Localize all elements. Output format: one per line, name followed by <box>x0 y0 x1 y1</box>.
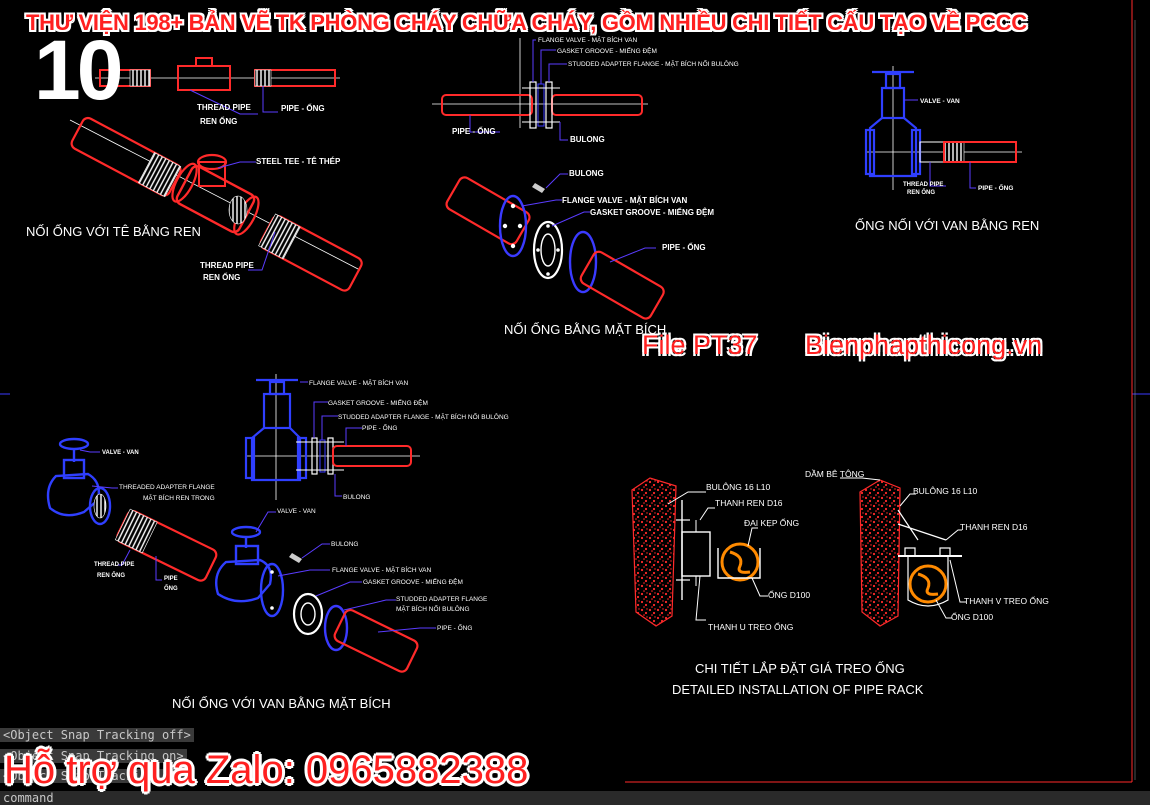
label-thread-pipe-d4: THREAD PIPE <box>94 562 134 568</box>
label-mat-bich-noi: MẶT BÍCH NỐI BULÔNG <box>396 603 470 613</box>
concrete-wall-right <box>859 479 901 627</box>
label-valve-d3: VALVE - VAN <box>920 98 960 105</box>
label-dai-kep: ĐAI KẸP ỐNG <box>744 517 799 528</box>
label-bulong-top: BULONG <box>570 135 605 144</box>
label-gasket-d2: GASKET GROOVE - MIẾNG ĐỆM <box>590 207 714 217</box>
gasket-ring <box>532 220 564 280</box>
label-threaded-adapter: THREADED ADAPTER FLANGE <box>119 484 215 491</box>
label-ong-d100-right: ỐNG D100 <box>951 611 993 622</box>
concrete-wall-left <box>631 477 677 627</box>
gate-valve-flanged-icon <box>244 378 308 482</box>
command-input[interactable]: command <box>0 791 1150 805</box>
label-flange-valve-d4-top: FLANGE VALVE - MẶT BÍCH VAN <box>309 378 409 387</box>
pipe-clamp-left <box>717 548 761 579</box>
label-studded-top: STUDDED ADAPTER FLANGE - MẶT BÍCH NỐI BU… <box>568 58 739 68</box>
label-valve-d4-left: VALVE - VAN <box>102 450 139 456</box>
label-gasket-top: GASKET GROOVE - MIẾNG ĐỆM <box>557 45 657 55</box>
label-pipe-d4: PIPE <box>164 576 178 582</box>
label-thanh-v: THANH V TREO ỐNG <box>964 595 1049 606</box>
label-pipe-ong-d2: PIPE - ỐNG <box>452 126 496 136</box>
label-thread-pipe: THREAD PIPE <box>197 103 251 112</box>
label-bulong-d2: BULONG <box>569 169 604 178</box>
caption-pipe-rack-en: DETAILED INSTALLATION OF PIPE RACK <box>672 682 924 697</box>
label-thread-pipe-d3: THREAD PIPE <box>903 182 943 188</box>
diagram-pipe-rack: BULÔNG 16 L10 THANH REN D16 ĐAI KẸP ỐNG … <box>631 469 1049 697</box>
label-valve-d4-mid: VALVE - VAN <box>277 508 316 515</box>
label-thread-pipe-2: THREAD PIPE <box>200 261 254 270</box>
tee-fitting <box>177 57 231 91</box>
gasket-ring-d4 <box>292 592 324 636</box>
label-pipe-d4-top: PIPE - ỐNG <box>362 422 397 432</box>
label-studded-d4-top: STUDDED ADAPTER FLANGE - MẶT BÍCH NỐI BU… <box>338 411 509 421</box>
label-thanh-ren-right: THANH REN D16 <box>960 522 1028 532</box>
pipe-d100-right <box>908 564 948 604</box>
diagram-thread-valve: VALVE - VAN THREAD PIPE REN ỐNG PIPE - Ố… <box>855 66 1039 233</box>
file-code-label: File PT37 <box>642 330 758 360</box>
caption-pipe-rack-vi: CHI TIẾT LẮP ĐẶT GIÁ TREO ỐNG <box>695 661 905 676</box>
label-steel-tee: STEEL TEE - TÊ THÉP <box>256 157 341 166</box>
label-dam-be-tong: DẦM BÊ TÔNG <box>805 469 864 479</box>
command-history-line: <Object Snap Tracking off> <box>0 728 194 742</box>
caption-flange-joint: NỐI ỐNG BẰNG MẶT BÍCH <box>504 322 666 337</box>
label-thanh-u: THANH U TREO ỐNG <box>708 621 793 632</box>
label-gasket-d4: GASKET GROOVE - MIẾNG ĐỆM <box>363 576 463 586</box>
label-ren-ong-d4: REN ỐNG <box>97 572 125 579</box>
bolt-glyph-d4 <box>289 553 302 563</box>
diagram-flange-joint: FLANGE VALVE - MẶT BÍCH VAN GASKET GROOV… <box>432 35 739 337</box>
thread-section <box>129 69 151 87</box>
website-label: Bienphapthicong.vn <box>805 330 1043 360</box>
label-ren-ong: REN ỐNG <box>200 116 237 126</box>
label-mat-bich-ren: MẶT BÍCH REN TRONG <box>143 493 215 502</box>
caption-thread-tee: NỐI ỐNG VỚI TÊ BẰNG REN <box>26 224 201 239</box>
label-flange-valve-d4: FLANGE VALVE - MẶT BÍCH VAN <box>332 565 432 574</box>
label-bulong-d4-top: BULONG <box>343 494 370 501</box>
label-ong-d100-left: ỐNG D100 <box>768 589 810 600</box>
pipe-d100-left <box>720 542 760 582</box>
label-pipe-ong-d2b: PIPE - ỐNG <box>662 242 706 252</box>
iso-valve-flanged-icon <box>215 525 285 618</box>
label-bulong-rack-right: BULÔNG 16 L10 <box>913 486 978 496</box>
label-bulong-rack-left: BULÔNG 16 L10 <box>706 482 771 492</box>
banner-title: THƯ VIỆN 198+ BẢN VẼ TK PHÒNG CHÁY CHỮA … <box>26 10 1027 35</box>
u-channel-left <box>681 531 711 577</box>
banner-number: 10 <box>34 23 123 117</box>
command-history-line: <Object Snap Tracking on> <box>0 749 187 763</box>
iso-valve-left-icon <box>46 437 112 526</box>
zalo-support-banner: Hỗ trợ qua Zalo: 0965882388 <box>4 748 529 792</box>
label-ong-d4: ỐNG <box>164 585 178 592</box>
flange-disc <box>498 194 528 258</box>
gate-valve-icon <box>864 70 922 178</box>
caption-thread-valve: ỐNG NỐI VỚI VAN BẰNG REN <box>855 218 1039 233</box>
label-bulong-d4: BULONG <box>331 541 358 548</box>
diagram-thread-tee: THREAD PIPE REN ỐNG PIPE - ỐNG STEEL TEE… <box>26 57 363 292</box>
label-pipe-ong: PIPE - ỐNG <box>281 103 325 113</box>
drawing-frame <box>0 0 1150 783</box>
caption-flange-valve: NỐI ỐNG VỚI VAN BẰNG MẶT BÍCH <box>172 696 391 711</box>
label-ren-ong-d3: REN ỐNG <box>907 189 935 196</box>
diagram-flange-valve: FLANGE VALVE - MẶT BÍCH VAN GASKET GROOV… <box>46 374 509 711</box>
label-flange-valve-d2: FLANGE VALVE - MẶT BÍCH VAN <box>562 196 688 205</box>
bolt-glyph <box>532 183 545 193</box>
command-history-line: <Object Snap Tracking off> <box>0 769 194 783</box>
label-ren-ong-2: REN ỐNG <box>203 272 240 282</box>
label-gasket-d4-top: GASKET GROOVE - MIẾNG ĐỆM <box>328 397 428 407</box>
label-pipe-ong-d3: PIPE - ỐNG <box>978 182 1013 192</box>
label-flange-valve-top: FLANGE VALVE - MẶT BÍCH VAN <box>538 35 638 44</box>
label-pipe-ong-d4: PIPE - ỐNG <box>437 622 472 632</box>
label-thanh-ren-left: THANH REN D16 <box>715 498 783 508</box>
label-studded-d4: STUDDED ADAPTER FLANGE <box>396 596 488 603</box>
